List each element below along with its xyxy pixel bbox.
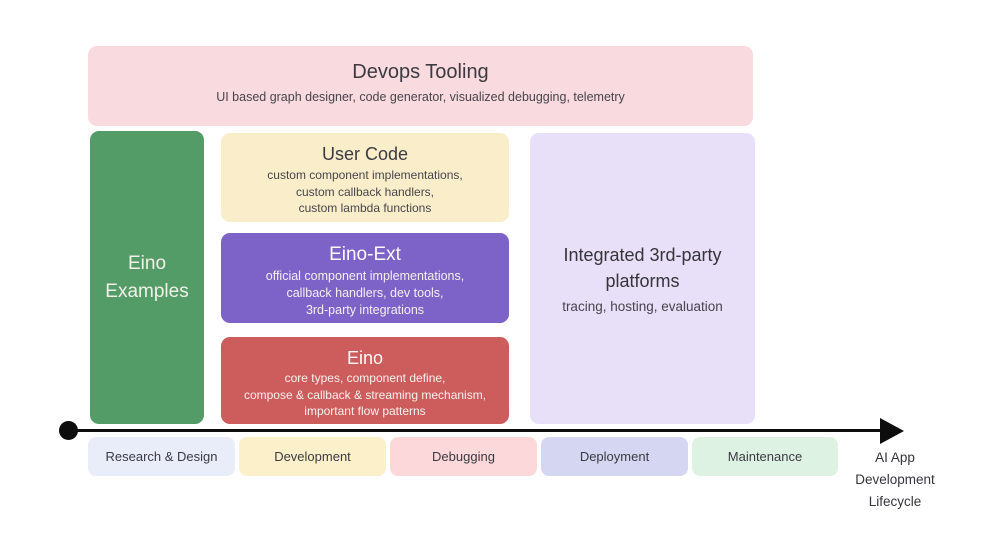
integrated-platforms-title: Integrated 3rd-party platforms xyxy=(563,244,722,291)
user-code-detail: custom lambda functions xyxy=(298,201,432,215)
stage-deployment: Deployment xyxy=(541,437,688,476)
devops-tooling-box: Devops Tooling UI based graph designer, … xyxy=(88,46,753,126)
user-code-detail: custom component implementations, xyxy=(267,168,463,182)
stage-development: Development xyxy=(239,437,386,476)
lifecycle-axis-label-line: AI App xyxy=(875,450,915,465)
devops-tooling-subtitle: UI based graph designer, code generator,… xyxy=(216,90,625,104)
eino-core-title: Eino xyxy=(346,348,384,368)
stage-maintenance: Maintenance xyxy=(692,437,838,476)
user-code-box: User Code custom component implementatio… xyxy=(221,133,509,222)
lifecycle-axis-label-line: Development xyxy=(855,472,935,487)
eino-ext-detail: 3rd-party integrations xyxy=(305,303,425,317)
eino-examples-box: Eino Examples xyxy=(90,131,204,424)
eino-core-detail: compose & callback & streaming mechanism… xyxy=(243,387,487,402)
lifecycle-axis-label: AI App Development Lifecycle xyxy=(840,447,950,513)
eino-core-detail: important flow patterns xyxy=(304,404,426,418)
timeline-axis-line xyxy=(68,429,882,432)
integrated-platforms-subtitle: tracing, hosting, evaluation xyxy=(562,298,723,314)
eino-ext-title: Eino-Ext xyxy=(329,244,401,265)
devops-tooling-title: Devops Tooling xyxy=(352,61,489,83)
stage-research-design: Research & Design xyxy=(88,437,235,476)
integrated-platforms-box: Integrated 3rd-party platforms tracing, … xyxy=(530,133,755,424)
stage-debugging: Debugging xyxy=(390,437,537,476)
eino-ext-detail: callback handlers, dev tools, xyxy=(286,286,444,300)
lifecycle-axis-label-line: Lifecycle xyxy=(868,494,922,509)
timeline-arrowhead-icon xyxy=(880,418,904,444)
user-code-detail: custom callback handlers, xyxy=(295,184,435,199)
eino-ext-detail: official component implementations, xyxy=(265,269,465,283)
eino-ext-box: Eino-Ext official component implementati… xyxy=(221,233,509,323)
eino-core-detail: core types, component define, xyxy=(284,371,446,385)
eino-core-box: Eino core types, component define, compo… xyxy=(221,337,509,424)
user-code-title: User Code xyxy=(321,144,409,164)
eino-examples-title: Eino Examples xyxy=(105,252,189,302)
